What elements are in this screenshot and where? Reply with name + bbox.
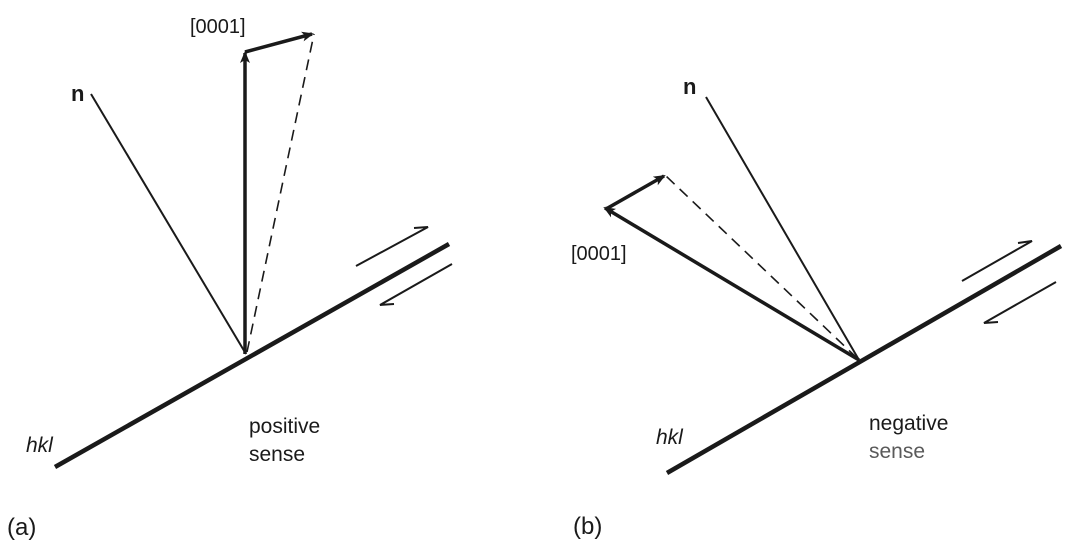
vector-label: [0001] xyxy=(571,243,627,265)
normal-line xyxy=(705,96,860,361)
sense-label-line1: negative xyxy=(869,412,948,435)
shear-arrows xyxy=(961,240,1057,324)
sense-label-line2: sense xyxy=(869,440,925,463)
panel-label: (b) xyxy=(573,513,602,540)
panel-a: [0001] n hkl positive sense (a) xyxy=(7,16,453,541)
shear-arrow-lower-icon xyxy=(983,281,1057,324)
shear-component-arrow xyxy=(605,174,666,211)
plane-line xyxy=(665,244,1063,475)
shear-arrow-lower-icon xyxy=(379,263,453,306)
c-axis-vector xyxy=(603,206,860,362)
normal-label: n xyxy=(683,74,696,99)
normal-label: n xyxy=(71,81,84,106)
plane-label: hkl xyxy=(26,434,54,457)
twinned-direction-dashed xyxy=(246,33,315,353)
plane-label: hkl xyxy=(656,426,684,449)
panel-label: (a) xyxy=(7,514,36,541)
vector-label: [0001] xyxy=(190,16,246,38)
shear-arrow-upper-icon xyxy=(961,240,1033,282)
normal-line xyxy=(90,93,247,355)
panel-b: [0001] n hkl negative sense (b) xyxy=(571,74,1063,540)
shear-arrow-upper-icon xyxy=(355,226,429,267)
sense-label-line2: sense xyxy=(249,443,305,466)
twinned-direction-dashed xyxy=(665,175,858,359)
shear-arrows xyxy=(355,226,453,306)
shear-component-arrow xyxy=(244,31,314,54)
plane-line xyxy=(53,242,451,469)
sense-label-line1: positive xyxy=(249,415,320,438)
